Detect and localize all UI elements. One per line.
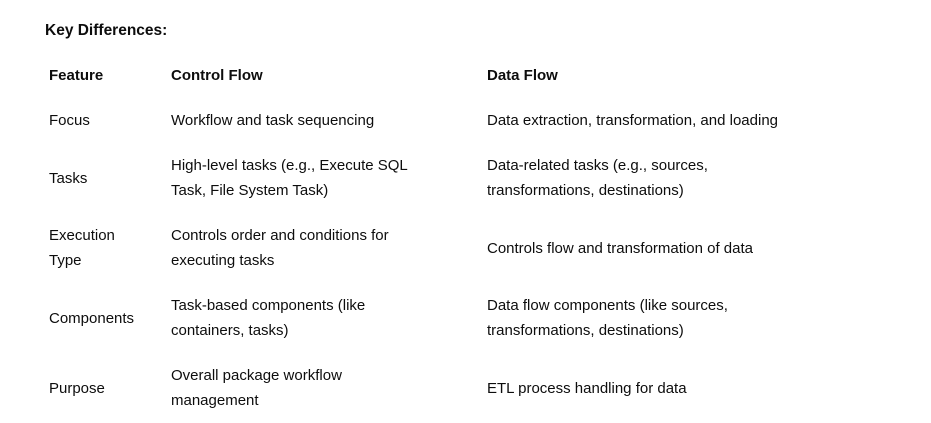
feature-cell: Components [49,309,135,327]
column-header-data-flow: Data Flow [487,67,558,84]
control-flow-cell: Controls order and conditions for execut… [171,227,389,269]
control-flow-cell: Overall package workflow management [171,367,342,409]
data-flow-cell: Data flow components (like sources, tran… [487,297,728,339]
table-row-purpose: Purpose Overall package workflow managem… [49,353,907,423]
key-differences-table: Feature Control Flow Data Flow Focus Wor… [49,53,907,423]
column-header-control-flow: Control Flow [171,67,263,84]
control-flow-cell: Task-based components (like containers, … [171,297,366,339]
data-flow-cell: ETL process handling for data [487,379,687,397]
control-flow-cell: High-level tasks (e.g., Execute SQL Task… [171,157,408,199]
section-heading: Key Differences: [45,22,168,39]
data-flow-cell: Data extraction, transformation, and loa… [487,112,778,129]
control-flow-cell: Workflow and task sequencing [171,112,375,129]
table-row-execution-type: Execution Type Controls order and condit… [49,213,907,283]
feature-cell: Tasks [49,169,88,187]
data-flow-cell: Controls flow and transformation of data [487,239,753,257]
feature-cell: Execution Type [49,227,115,269]
table-header-row: Feature Control Flow Data Flow [49,53,907,98]
table-row-tasks: Tasks High-level tasks (e.g., Execute SQ… [49,143,907,213]
table-row-components: Components Task-based components (like c… [49,283,907,353]
feature-cell: Purpose [49,379,105,397]
table-row-focus: Focus Workflow and task sequencing Data … [49,98,907,143]
column-header-feature: Feature [49,67,104,84]
feature-cell: Focus [49,112,90,129]
data-flow-cell: Data-related tasks (e.g., sources, trans… [487,157,708,199]
